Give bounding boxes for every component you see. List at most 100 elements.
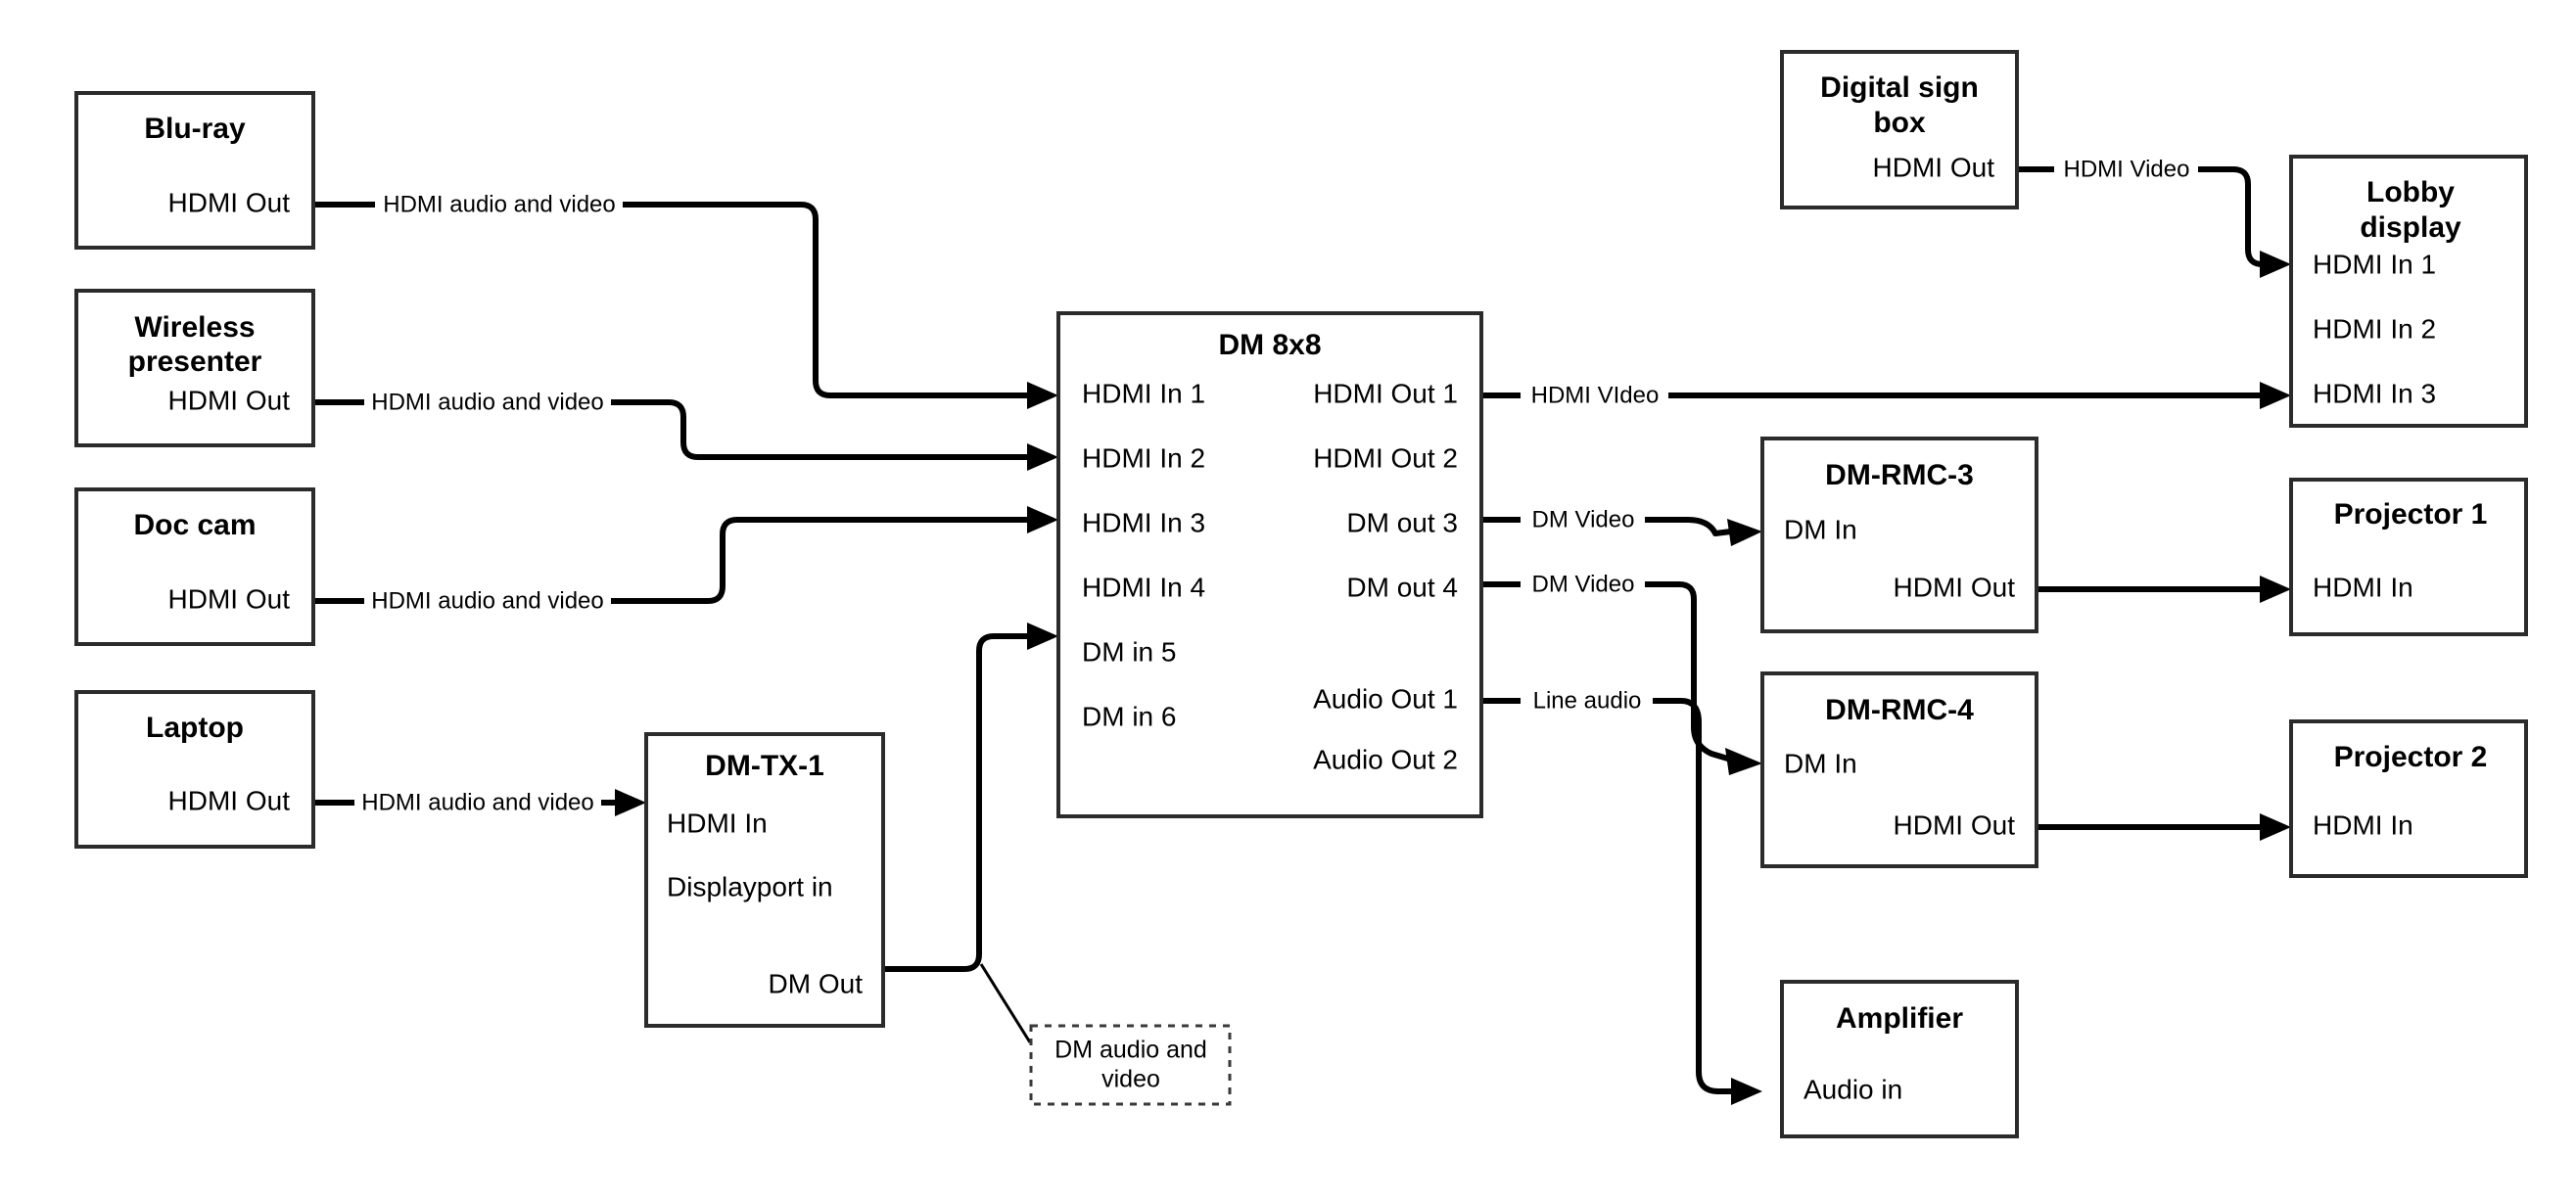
device-dm-rmc-4-box[interactable] (1760, 671, 2038, 868)
device-dm-8x8[interactable]: DM 8x8 HDMI In 1 HDMI In 2 HDMI In 3 HDM… (1056, 311, 1483, 818)
device-bluray-title: Blu-ray (144, 113, 246, 145)
arrow-head-icon (1027, 382, 1058, 409)
connector-dmout4-to-rmc4 (1481, 581, 1762, 775)
arrow-head-icon (1027, 623, 1058, 650)
device-dm-8x8-box[interactable] (1056, 311, 1483, 818)
device-dm-tx-1-box[interactable] (644, 732, 885, 1028)
port-projector-2-hdmi-in: HDMI In (2313, 809, 2413, 840)
port-dm-8x8-hdmi-out-2: HDMI Out 2 (1313, 442, 1458, 473)
connector-wireless-to-dm8x8 (313, 399, 1058, 471)
arrow-head-icon (2260, 382, 2291, 409)
device-lobby-display-box[interactable] (2289, 155, 2528, 428)
label-signbox-to-lobby: HDMI Video (2064, 156, 2190, 182)
connector-doccam-to-dm8x8 (313, 506, 1058, 604)
connector-audioout1-to-amplifier (1481, 698, 1762, 1105)
port-dm-8x8-audio-out-1: Audio Out 1 (1313, 683, 1458, 714)
connector-dmout3-to-rmc3 (1481, 517, 1762, 546)
port-dm-rmc-3-hdmi-out: HDMI Out (1894, 572, 2016, 602)
port-projector-1-hdmi-in: HDMI In (2313, 572, 2413, 602)
port-wireless-presenter-hdmi-out: HDMI Out (168, 385, 291, 415)
label-hdmiout1-to-lobby: HDMI VIdeo (1531, 382, 1660, 408)
device-dm-rmc-4-title: DM-RMC-4 (1825, 694, 1974, 726)
device-dm-tx-1-title: DM-TX-1 (705, 750, 824, 782)
port-dm-rmc-4-dm-in: DM In (1784, 748, 1857, 778)
device-laptop-box[interactable] (74, 690, 315, 849)
port-dm-tx-1-displayport-in: Displayport in (667, 871, 833, 901)
device-doc-cam[interactable]: Doc cam HDMI Out (74, 487, 315, 646)
port-digital-sign-box-hdmi-out: HDMI Out (1873, 152, 1995, 182)
label-doccam-to-dm8x8: HDMI audio and video (371, 587, 603, 614)
device-dm-rmc-4[interactable]: DM-RMC-4 DM In HDMI Out (1760, 671, 2038, 868)
port-lobby-display-hdmi-in-1: HDMI In 1 (2313, 249, 2436, 279)
note-dm-audio-and-video-line2: video (1101, 1066, 1160, 1093)
device-wireless-presenter[interactable]: Wireless presenter HDMI Out (74, 289, 315, 447)
device-lobby-display-title-line2: display (2360, 211, 2461, 244)
device-amplifier-title: Amplifier (1836, 1002, 1963, 1035)
arrow-head-icon (615, 789, 646, 816)
connector-hdmiout1-to-lobby (1481, 382, 2291, 409)
device-bluray[interactable]: Blu-ray HDMI Out (74, 91, 315, 250)
note-dm-audio-and-video-line1: DM audio and (1054, 1037, 1207, 1064)
arrow-head-icon (2260, 576, 2291, 603)
device-dm-rmc-3-title: DM-RMC-3 (1825, 459, 1974, 491)
label-bluray-to-dm8x8: HDMI audio and video (383, 191, 615, 217)
connector-rmc3-to-projector1 (2037, 576, 2291, 603)
arrow-head-icon (1027, 443, 1058, 471)
port-dm-8x8-dm-out-4: DM out 4 (1346, 572, 1458, 602)
device-projector-1-title: Projector 1 (2334, 498, 2488, 531)
device-wireless-presenter-title-line1: Wireless (134, 311, 255, 344)
device-doc-cam-box[interactable] (74, 487, 315, 646)
port-lobby-display-hdmi-in-2: HDMI In 2 (2313, 313, 2436, 344)
port-amplifier-audio-in: Audio in (1803, 1074, 1902, 1104)
port-dm-8x8-audio-out-2: Audio Out 2 (1313, 744, 1458, 774)
port-dm-tx-1-hdmi-in: HDMI In (667, 808, 768, 838)
device-digital-sign-box-box[interactable] (1780, 50, 2019, 209)
device-projector-2[interactable]: Projector 2 HDMI In (2289, 719, 2528, 878)
device-digital-sign-box[interactable]: Digital sign box HDMI Out (1780, 50, 2019, 209)
connector-rmc4-to-projector2 (2037, 813, 2291, 841)
port-bluray-hdmi-out: HDMI Out (168, 187, 291, 217)
device-laptop[interactable]: Laptop HDMI Out (74, 690, 315, 849)
label-dmout3-to-rmc3: DM Video (1532, 506, 1635, 532)
port-lobby-display-hdmi-in-3: HDMI In 3 (2313, 378, 2436, 408)
label-dmout4-to-rmc4: DM Video (1532, 571, 1635, 597)
device-dm-rmc-3[interactable]: DM-RMC-3 DM In HDMI Out (1760, 437, 2038, 633)
device-projector-1[interactable]: Projector 1 HDMI In (2289, 478, 2528, 636)
device-projector-2-box[interactable] (2289, 719, 2528, 878)
device-projector-2-title: Projector 2 (2334, 741, 2488, 773)
device-digital-sign-box-title-line1: Digital sign (1820, 71, 1979, 104)
device-bluray-box[interactable] (74, 91, 315, 250)
label-laptop-to-dmtx1: HDMI audio and video (361, 789, 593, 815)
port-dm-8x8-dm-in-5: DM in 5 (1082, 636, 1176, 667)
port-dm-8x8-hdmi-out-1: HDMI Out 1 (1313, 378, 1458, 408)
device-amplifier-box[interactable] (1780, 980, 2019, 1138)
label-audioout1-to-amplifier: Line audio (1533, 687, 1642, 714)
port-dm-8x8-dm-in-6: DM in 6 (1082, 701, 1176, 731)
device-projector-1-box[interactable] (2289, 478, 2528, 636)
device-laptop-title: Laptop (146, 712, 244, 744)
connector-bluray-to-dm8x8 (313, 202, 1058, 409)
device-dm-tx-1[interactable]: DM-TX-1 HDMI In Displayport in DM Out (644, 732, 885, 1028)
device-wireless-presenter-box[interactable] (74, 289, 315, 447)
arrow-head-icon (2260, 251, 2291, 278)
arrow-head-icon (1731, 1078, 1762, 1105)
connector-dmtx1-to-dm8x8 (883, 623, 1058, 972)
device-wireless-presenter-title-line2: presenter (128, 346, 262, 378)
device-lobby-display-title-line1: Lobby (2366, 176, 2455, 208)
device-amplifier[interactable]: Amplifier Audio in (1780, 980, 2019, 1138)
arrow-head-icon (1727, 519, 1762, 546)
arrow-head-icon (1725, 748, 1762, 775)
port-dm-8x8-hdmi-in-3: HDMI In 3 (1082, 507, 1205, 537)
port-doc-cam-hdmi-out: HDMI Out (168, 583, 291, 614)
device-lobby-display[interactable]: Lobby display HDMI In 1 HDMI In 2 HDMI I… (2289, 155, 2528, 428)
port-dm-8x8-dm-out-3: DM out 3 (1346, 507, 1458, 537)
port-dm-8x8-hdmi-in-2: HDMI In 2 (1082, 442, 1205, 473)
port-dm-rmc-4-hdmi-out: HDMI Out (1894, 809, 2016, 840)
note-leader-line (979, 963, 1032, 1043)
connector-signbox-to-lobby (2017, 166, 2291, 278)
port-dm-8x8-hdmi-in-4: HDMI In 4 (1082, 572, 1205, 602)
device-dm-rmc-3-box[interactable] (1760, 437, 2038, 633)
port-dm-tx-1-dm-out: DM Out (769, 968, 864, 998)
